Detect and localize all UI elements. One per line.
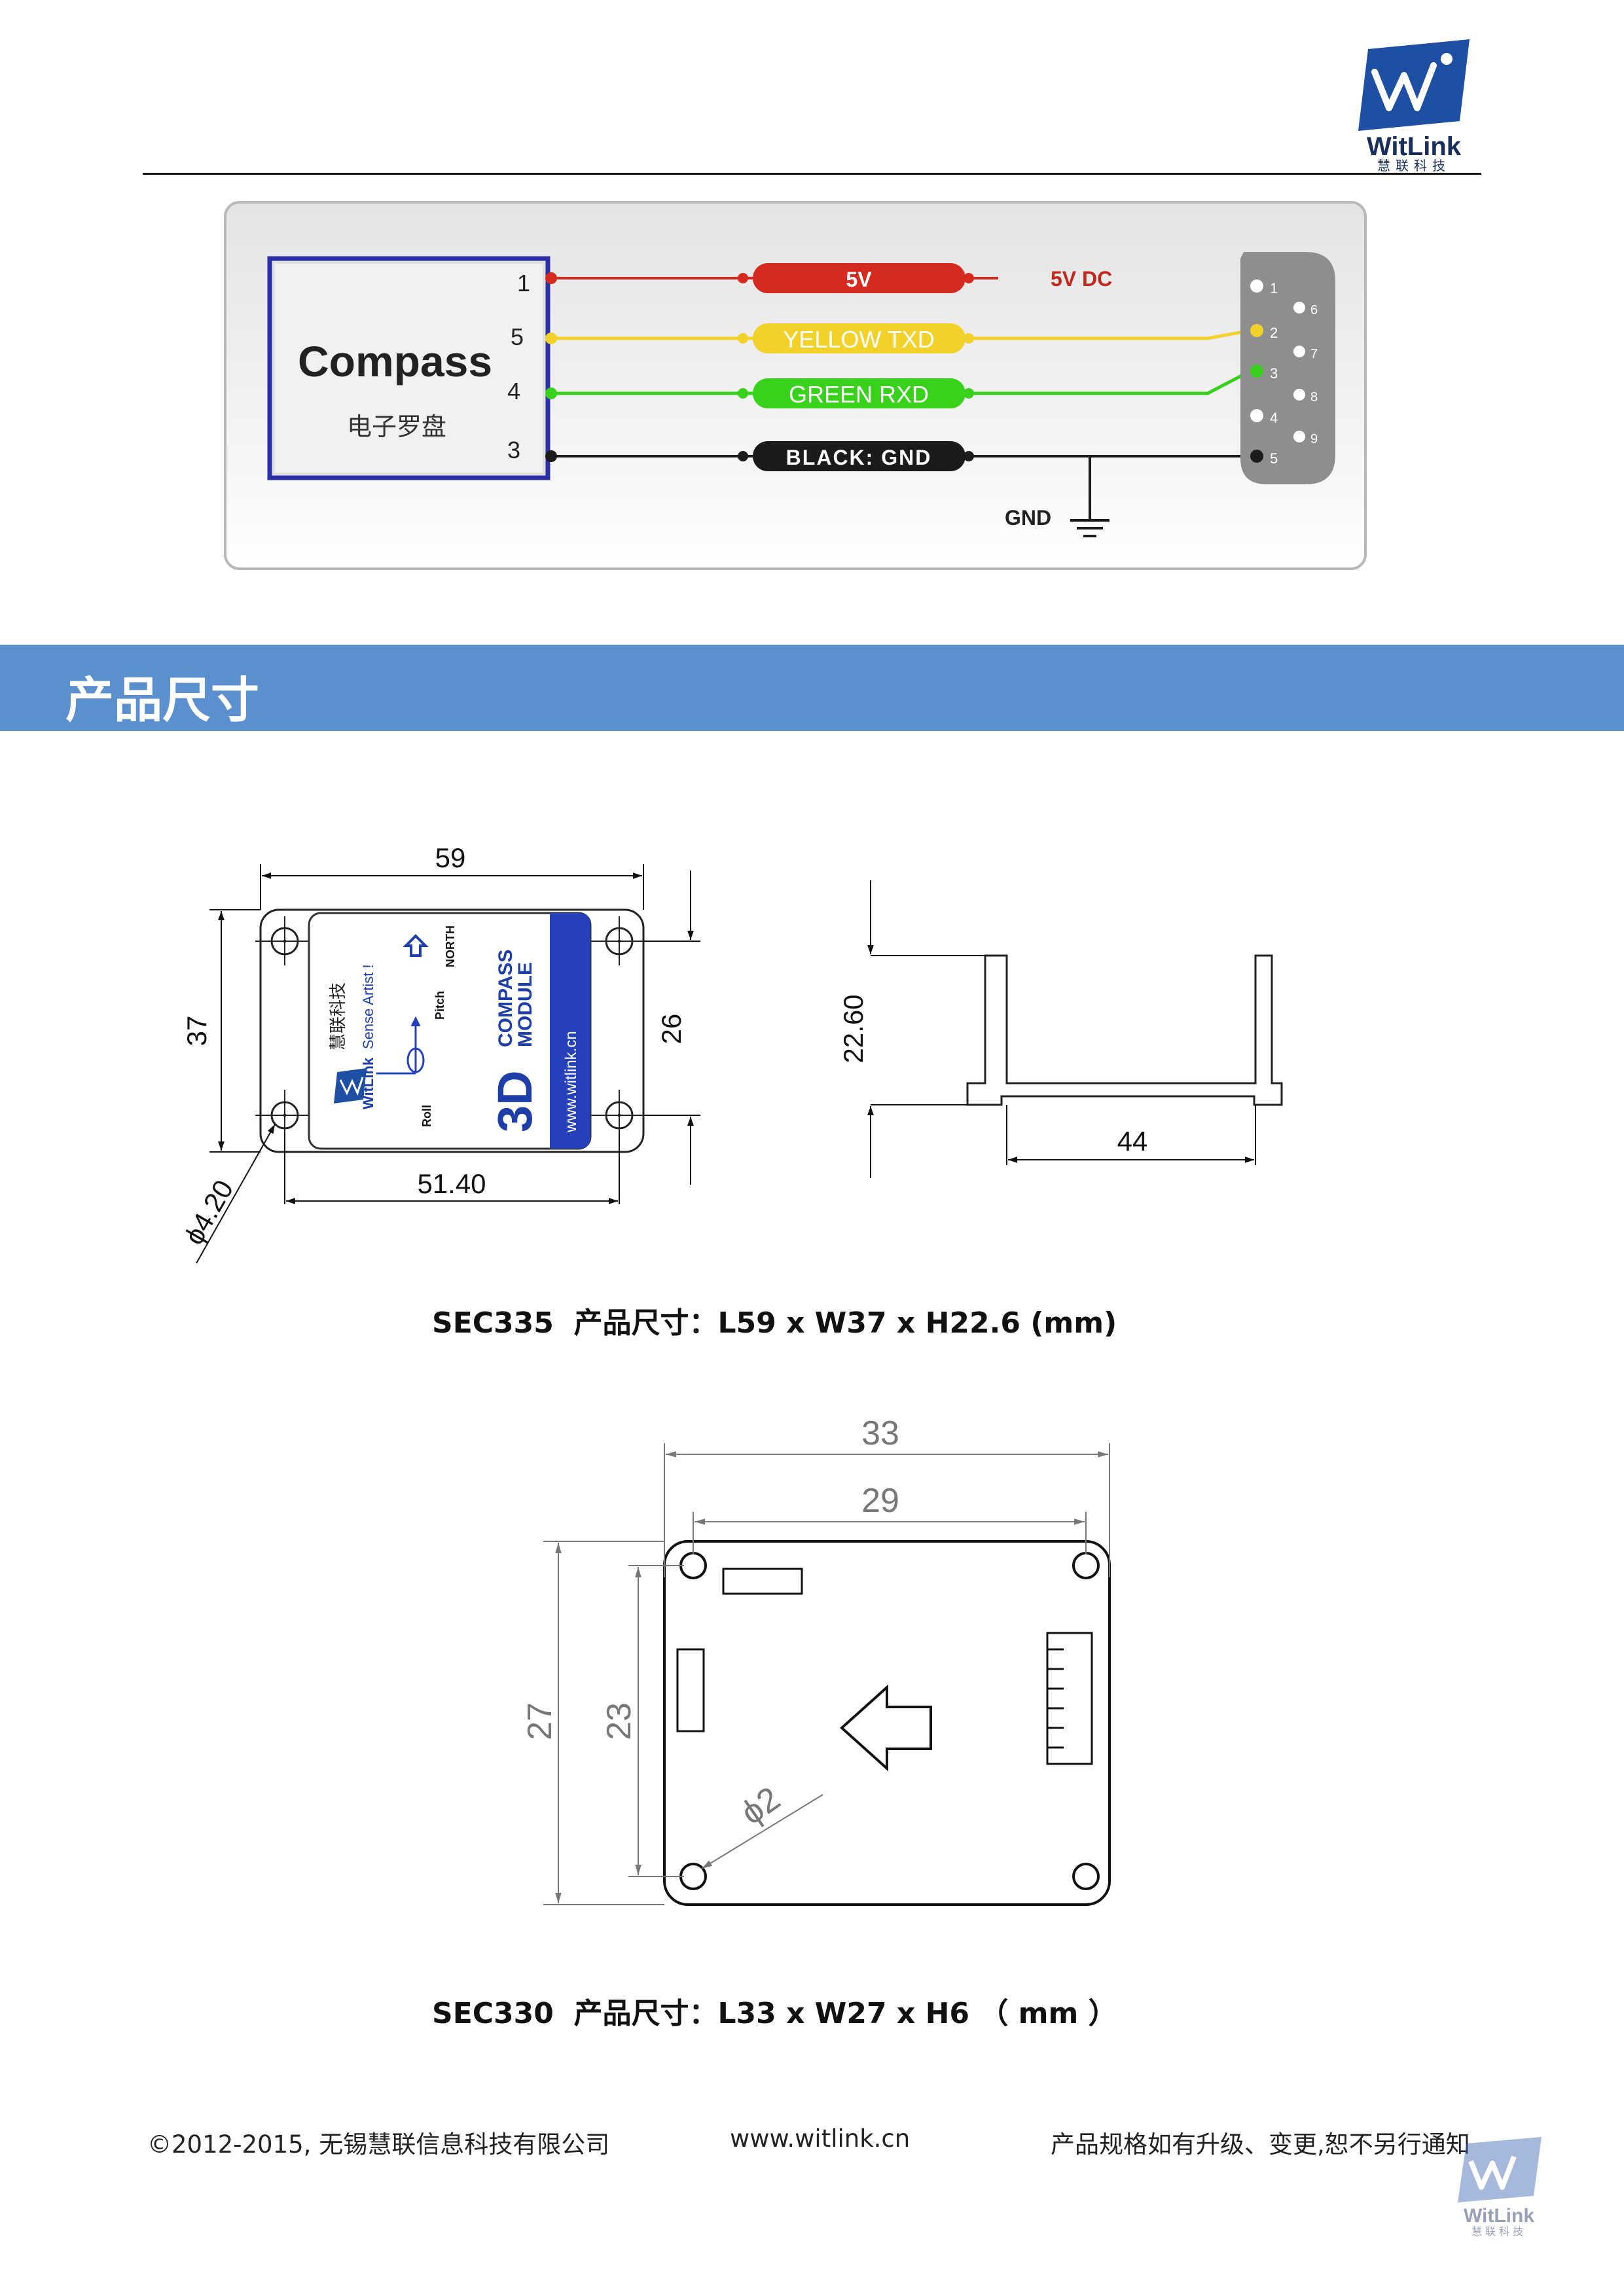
sec330-dimensions	[543, 1443, 1110, 1905]
sticker-module1: COMPASS	[495, 950, 516, 1047]
db9-pin: 6	[1310, 303, 1318, 317]
sticker-slogan: Sense Artist !	[360, 964, 376, 1049]
wiring-diagram: Compass 电子罗盘 1 5 4 3 5V 5V DC YELLOW TXD…	[224, 201, 1367, 570]
dim-hole-spacing-w: 29	[861, 1482, 899, 1520]
sticker-url: www.witlink.cn	[562, 1031, 580, 1133]
sec330-drawing: 33 29 27 23 ϕ2	[521, 1414, 1111, 1906]
sec335-drawing: www.witlink.cn 3D COMPASS MODULE NORTH P…	[178, 842, 1283, 1264]
axis-icon	[376, 1016, 425, 1075]
dim-hole-dia-330: ϕ2	[734, 1780, 787, 1833]
dim-width: 37	[181, 1016, 212, 1047]
compass-module-face	[275, 264, 543, 473]
wire-green-label: GREEN RXD	[789, 381, 929, 408]
supply-label: 5V DC	[1051, 267, 1112, 291]
sec330-caption: SEC330 产品尺寸：L33 x W27 x H6 （ mm ）	[432, 1997, 1117, 2030]
header-rule	[143, 173, 1481, 175]
pin-number: 5	[511, 323, 524, 350]
section-title: 产品尺寸	[65, 672, 259, 728]
db9-pin: 7	[1310, 347, 1318, 361]
sec335-caption: SEC335 产品尺寸：L59 x W37 x H22.6 (mm)	[432, 1306, 1117, 1340]
sticker-north: NORTH	[444, 925, 457, 967]
logo-sub: 慧联科技	[1377, 158, 1451, 173]
db9-pin: 9	[1310, 432, 1318, 446]
pin-number: 1	[517, 270, 530, 296]
footer-logo: WitLink 慧联科技	[1458, 2137, 1542, 2238]
footer-logo-name: WitLink	[1464, 2205, 1534, 2227]
sec330-board	[663, 1540, 1111, 1906]
dim-height: 22.60	[838, 994, 869, 1063]
dim-hole-spacing-h: 23	[600, 1702, 638, 1740]
footer-note: 产品规格如有升级、变更,恕不另行通知	[1051, 2130, 1470, 2159]
db9-pin: 1	[1270, 280, 1278, 296]
dim-hole-spacing: 51.40	[417, 1168, 486, 1199]
compass-sub-label: 电子罗盘	[347, 412, 446, 441]
wire-5v: 5V 5V DC	[545, 263, 1112, 293]
db9-pin: 2	[1270, 325, 1278, 341]
compass-label: Compass	[298, 337, 492, 386]
dim-inner-width: 26	[656, 1014, 687, 1045]
dim-outer-width: 33	[861, 1414, 899, 1452]
sec335-label-sticker: www.witlink.cn 3D COMPASS MODULE NORTH P…	[308, 912, 592, 1150]
footer-url[interactable]: www.witlink.cn	[730, 2125, 911, 2153]
witlink-logo: WitLink 慧联科技	[1358, 39, 1470, 173]
sticker-roll: Roll	[420, 1105, 433, 1127]
footer-logo-sub: 慧联科技	[1471, 2225, 1526, 2238]
witlink-logo-icon	[1458, 2137, 1542, 2202]
logo-name: WitLink	[1367, 132, 1462, 161]
wire-yellow-txd: YELLOW TXD	[545, 323, 1251, 353]
dim-hole-dia: ϕ4.20	[178, 1175, 239, 1250]
pin-number: 3	[507, 437, 520, 463]
section-bar	[0, 645, 1624, 731]
wire-black-label: BLACK: GND	[786, 446, 932, 469]
sticker-brand-cn: 慧联科技	[329, 982, 348, 1050]
sticker-module2: MODULE	[514, 962, 536, 1047]
ground-label: GND	[1005, 506, 1051, 529]
wire-green-rxd: GREEN RXD	[545, 369, 1252, 408]
wire-black-gnd: BLACK: GND	[545, 441, 1252, 471]
pin-number: 4	[507, 378, 520, 404]
witlink-logo-icon	[334, 1068, 367, 1103]
dim-outer-height: 27	[521, 1702, 559, 1740]
db9-pin: 4	[1270, 410, 1278, 426]
sticker-big: 3D	[488, 1070, 542, 1132]
sec335-side-view	[966, 954, 1283, 1106]
dim-base: 44	[1117, 1126, 1148, 1157]
north-arrow-icon	[403, 934, 429, 957]
wire-yellow-label: YELLOW TXD	[783, 326, 934, 353]
sec335-side-dimensions	[867, 880, 1256, 1178]
sticker-pitch: Pitch	[433, 991, 446, 1020]
wire-5v-label: 5V	[846, 268, 872, 291]
db9-pin: 8	[1310, 390, 1318, 404]
dim-length: 59	[435, 842, 466, 873]
sec335-top-view	[255, 908, 648, 1153]
db9-connector: 1 2 3 4 5 6 7 8 9	[1240, 252, 1335, 484]
witlink-logo-icon	[1358, 39, 1470, 131]
sec335-top-dimensions	[196, 864, 700, 1264]
footer-copyright: ©2012-2015, 无锡慧联信息科技有限公司	[147, 2130, 610, 2159]
db9-pin: 5	[1270, 450, 1278, 467]
db9-pin: 3	[1270, 365, 1278, 382]
ground-icon	[1070, 456, 1110, 537]
